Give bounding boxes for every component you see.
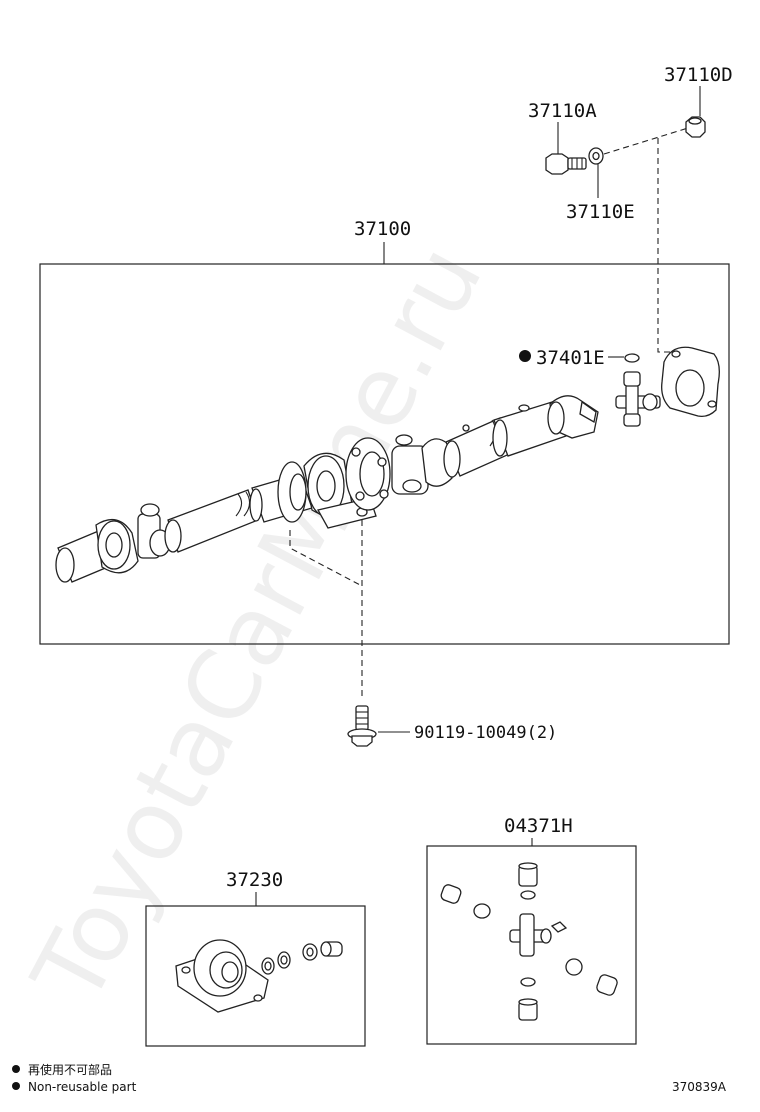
spider-cross[interactable]: [615, 353, 661, 427]
label-90119-10049[interactable]: 90119-10049(2): [414, 723, 557, 743]
label-37110a[interactable]: 37110A: [528, 100, 597, 122]
assembly-frame: [39, 263, 730, 645]
repair-kit-frame: [426, 845, 637, 1045]
diagram-id: 370839A: [672, 1080, 727, 1094]
bolt-37110a[interactable]: [545, 153, 587, 175]
dashed-guide-bearing: [289, 530, 363, 587]
propeller-shaft-assembly[interactable]: [55, 395, 599, 583]
legend-line-1: 再使用不可部品: [28, 1062, 112, 1077]
flange-yoke[interactable]: [661, 346, 720, 418]
bearing-rings: [261, 941, 343, 975]
legend-marker-1-icon: [12, 1065, 20, 1073]
washer-37110e[interactable]: [588, 147, 604, 165]
label-04371h[interactable]: 04371H: [504, 815, 573, 837]
nut-37110d[interactable]: [685, 116, 706, 138]
snap-ring: [624, 353, 640, 363]
label-37401e[interactable]: 37401E: [536, 347, 605, 369]
repair-kit-04371h[interactable]: [440, 862, 619, 1021]
legend-line-2: Non-reusable part: [28, 1080, 137, 1094]
label-37110e[interactable]: 37110E: [566, 201, 635, 223]
label-37100[interactable]: 37100: [354, 218, 411, 240]
non-reusable-marker-icon: [519, 350, 531, 362]
dashed-guide-flange: [657, 138, 682, 353]
center-bearing-frame: [145, 905, 366, 1047]
legend-marker-2-icon: [12, 1082, 20, 1090]
watermark: ToyotaCarMine.ru: [11, 228, 504, 1022]
center-bearing-37230[interactable]: [175, 939, 269, 1013]
label-37230[interactable]: 37230: [226, 869, 283, 891]
dashed-guide-top: [603, 127, 689, 155]
bolt-90119-10049[interactable]: [347, 705, 377, 747]
label-37110d[interactable]: 37110D: [664, 64, 733, 86]
